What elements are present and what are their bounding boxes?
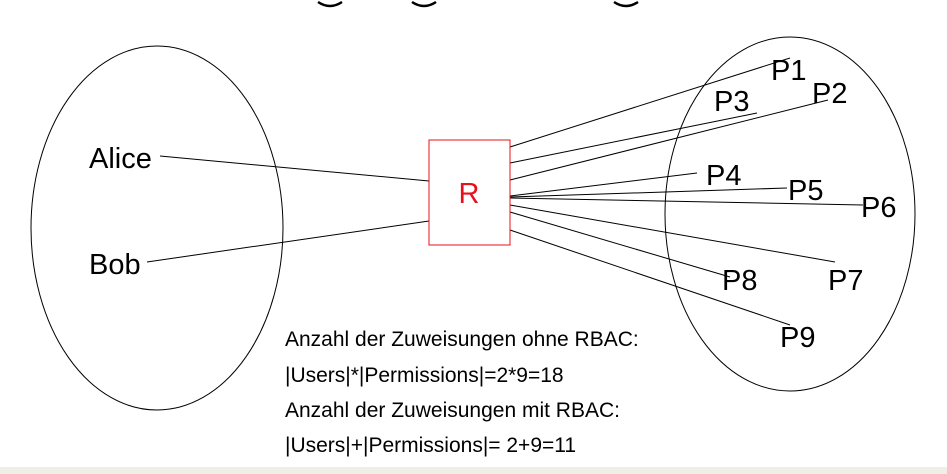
title-fragments <box>317 0 639 8</box>
line-p3 <box>509 112 758 164</box>
line-p4 <box>509 172 698 197</box>
line-p6 <box>509 197 864 206</box>
role-label: R <box>459 178 480 210</box>
perm-p9: P9 <box>780 322 815 354</box>
note-without-rbac-formula: |Users|*|Permissions|=2*9=18 <box>285 364 564 387</box>
perm-p2: P2 <box>812 78 847 110</box>
perm-p8: P8 <box>722 265 757 297</box>
bottom-bar <box>0 467 947 474</box>
perm-p3: P3 <box>714 86 749 118</box>
line-p2 <box>509 99 829 181</box>
perm-p6: P6 <box>861 192 896 224</box>
line-p5 <box>509 187 788 198</box>
line-p7 <box>509 204 836 263</box>
note-without-rbac: Anzahl der Zuweisungen ohne RBAC: <box>285 328 639 351</box>
permissions-ellipse <box>664 36 916 392</box>
role-box <box>428 139 511 246</box>
user-alice: Alice <box>89 143 152 175</box>
line-bob <box>146 220 430 263</box>
user-bob: Bob <box>89 249 141 281</box>
perm-p4: P4 <box>706 160 741 192</box>
perm-p1: P1 <box>771 55 806 87</box>
line-p8 <box>509 211 731 278</box>
perm-p7: P7 <box>828 265 863 297</box>
line-p1 <box>509 57 791 148</box>
line-alice <box>159 155 430 182</box>
perm-p5: P5 <box>788 175 823 207</box>
line-p9 <box>509 229 791 326</box>
assignment-lines <box>146 57 864 326</box>
note-with-rbac: Anzahl der Zuweisungen mit RBAC: <box>285 399 620 422</box>
note-with-rbac-formula: |Users|+|Permissions|= 2+9=11 <box>285 434 577 457</box>
users-ellipse <box>30 45 284 411</box>
